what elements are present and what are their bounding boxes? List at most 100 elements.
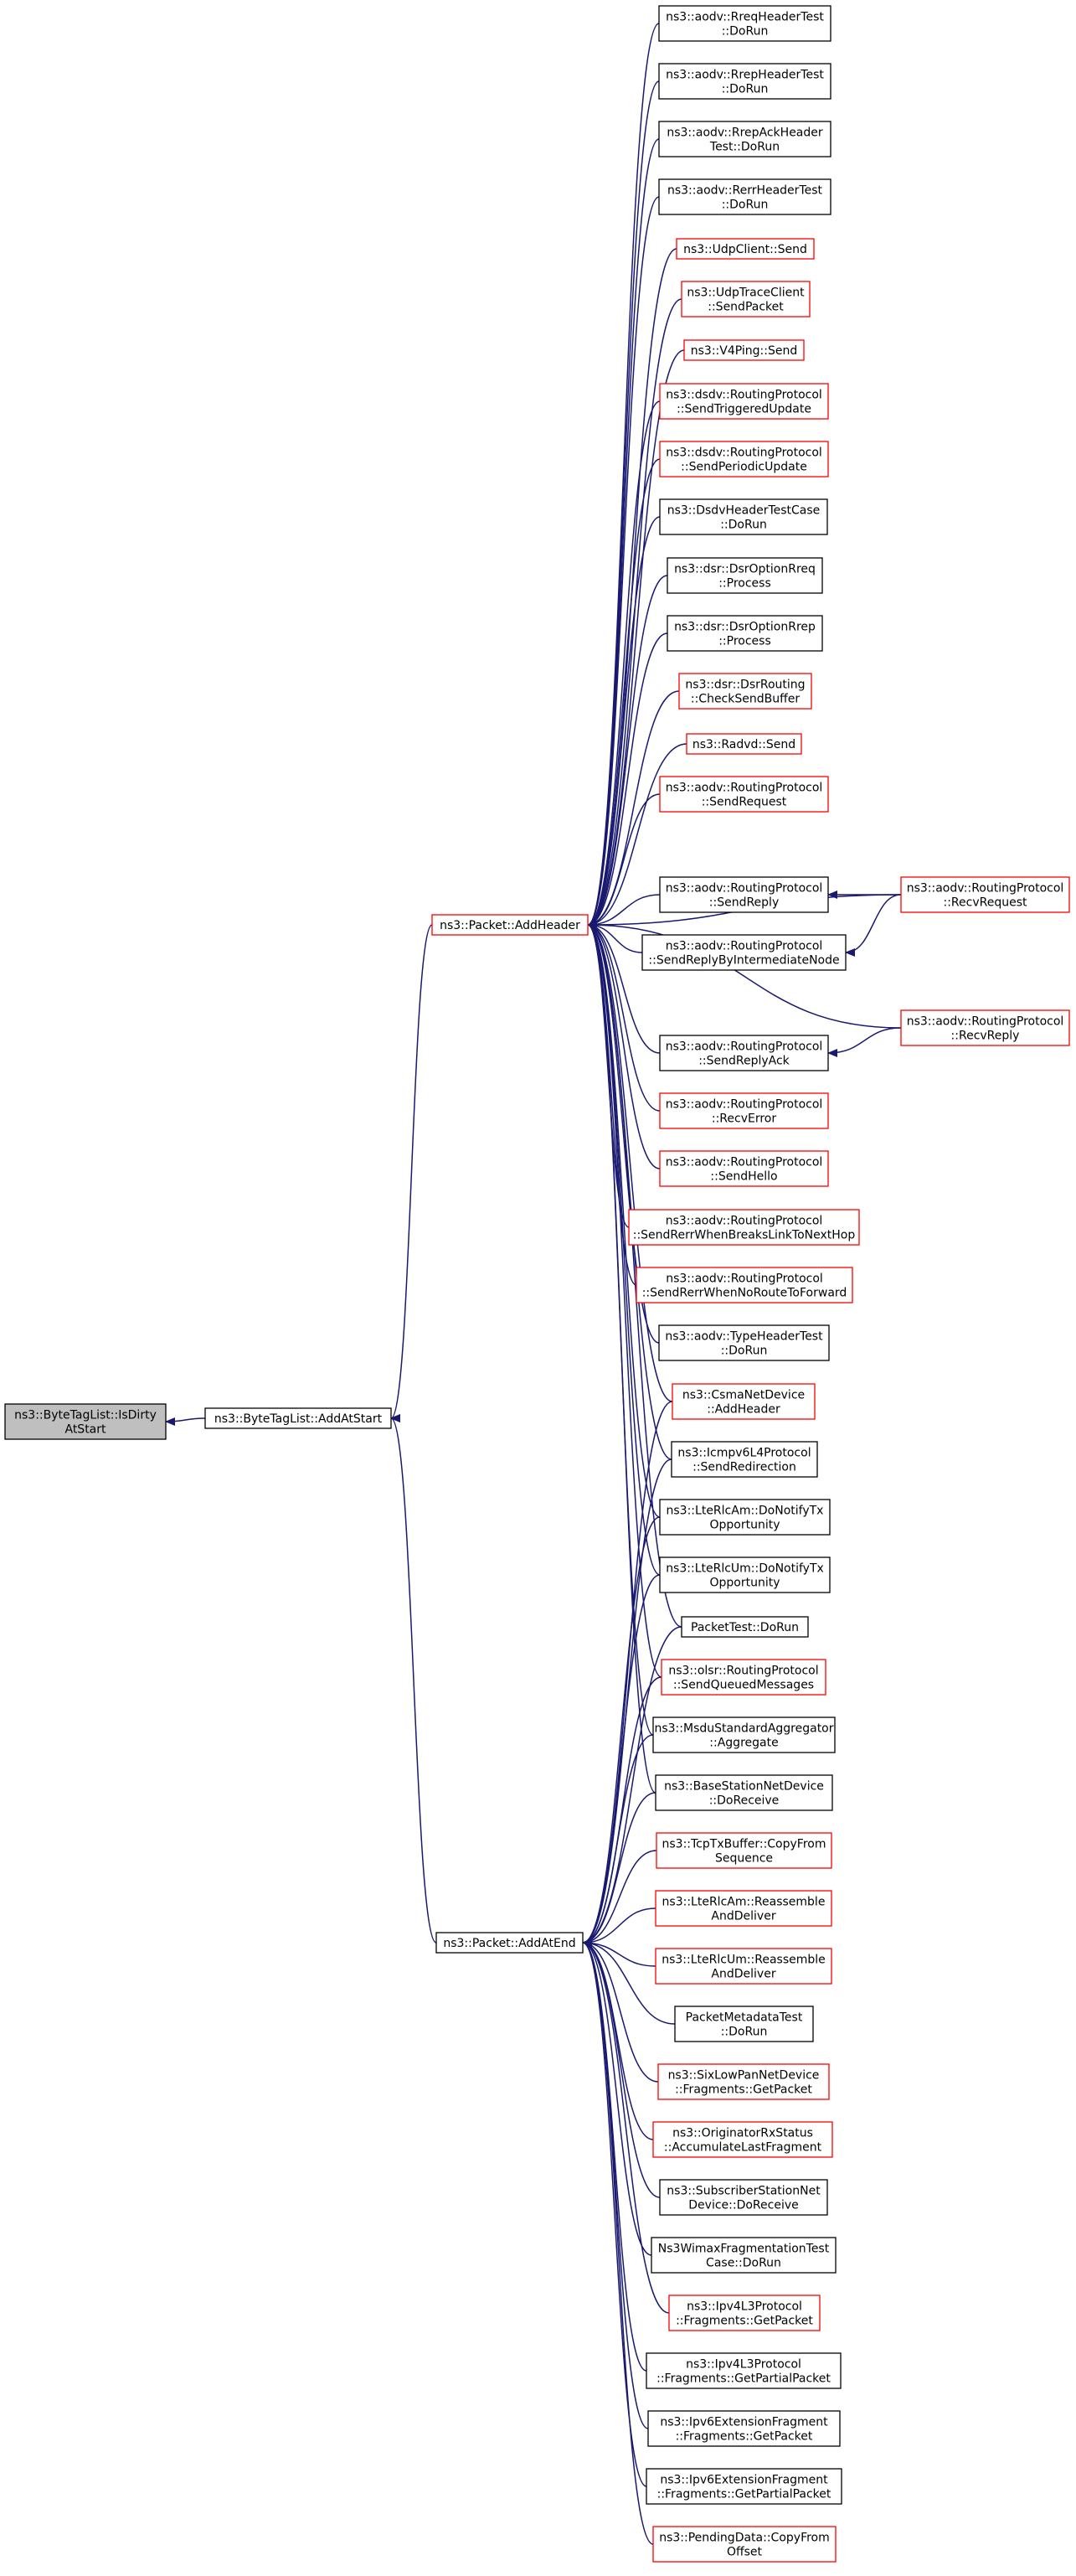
edge-aodv_send_request-to-add_header xyxy=(587,793,661,929)
node-ipv6_get_packet[interactable]: ns3::Ipv6ExtensionFragment::Fragments::G… xyxy=(647,2410,841,2447)
node-label: ::RecvRequest xyxy=(944,896,1028,910)
node-box xyxy=(659,441,829,478)
node-aodv_send_reply[interactable]: ns3::aodv::RoutingProtocol::SendReply xyxy=(659,876,829,913)
node-rrep_header_test[interactable]: ns3::aodv::RrepHeaderTest::DoRun xyxy=(658,63,831,100)
node-dsdv_triggered[interactable]: ns3::dsdv::RoutingProtocol::SendTriggere… xyxy=(659,383,829,420)
node-udp_client_send[interactable]: ns3::UdpClient::Send xyxy=(676,238,815,260)
edge-icmpv6_redirection-to-add_header xyxy=(587,921,672,1460)
node-dsr_rreq[interactable]: ns3::dsr::DsrOptionRreq::Process xyxy=(667,557,823,594)
node-box xyxy=(658,5,831,42)
node-ipv6_get_partial[interactable]: ns3::Ipv6ExtensionFragment::Fragments::G… xyxy=(646,2468,842,2505)
node-add_header[interactable]: ns3::Packet::AddHeader xyxy=(431,914,589,936)
node-label: ns3::SubscriberStationNet xyxy=(667,2185,821,2198)
node-csma_add_header[interactable]: ns3::CsmaNetDevice::AddHeader xyxy=(672,1383,816,1420)
node-dsr_check_send[interactable]: ns3::dsr::DsrRouting::CheckSendBuffer xyxy=(678,673,812,710)
node-udp_trace_client[interactable]: ns3::UdpTraceClient::SendPacket xyxy=(681,281,811,317)
node-v4ping_send[interactable]: ns3::V4Ping::Send xyxy=(683,339,805,361)
node-label: ns3::TcpTxBuffer::CopyFrom xyxy=(662,1838,826,1851)
node-aodv_send_reply_ack[interactable]: ns3::aodv::RoutingProtocol::SendReplyAck xyxy=(659,1035,829,1071)
node-aodv_send_hello[interactable]: ns3::aodv::RoutingProtocol::SendHello xyxy=(659,1150,829,1187)
node-label: ns3::aodv::RoutingProtocol xyxy=(666,1098,823,1112)
node-label: ::CheckSendBuffer xyxy=(691,693,800,706)
node-box xyxy=(900,1009,1070,1046)
node-box xyxy=(4,1403,167,1440)
node-label: ns3::aodv::RreqHeaderTest xyxy=(666,11,824,24)
node-aodv_rerr_noroute[interactable]: ns3::aodv::RoutingProtocol::SendRerrWhen… xyxy=(636,1267,853,1303)
node-box xyxy=(659,1499,831,1536)
node-originator_rx[interactable]: ns3::OriginatorRxStatus::AccumulateLastF… xyxy=(652,2121,833,2158)
node-label: ns3::aodv::RoutingProtocol xyxy=(666,940,823,953)
edge-dsdv_triggered-to-add_header xyxy=(587,400,661,929)
node-icmpv6_redirection[interactable]: ns3::Icmpv6L4Protocol::SendRedirection xyxy=(671,1441,818,1478)
edge-lte_um_notify-to-add_at_end xyxy=(582,1574,661,1947)
node-aodv_type_header[interactable]: ns3::aodv::TypeHeaderTest::DoRun xyxy=(658,1324,830,1361)
node-aodv_rerr_breaks[interactable]: ns3::aodv::RoutingProtocol::SendRerrWhen… xyxy=(628,1209,860,1246)
node-aodv_send_request[interactable]: ns3::aodv::RoutingProtocol::SendRequest xyxy=(659,776,829,813)
node-label: Sequence xyxy=(715,1852,773,1866)
node-label: ::Process xyxy=(718,577,771,591)
node-box xyxy=(681,281,811,317)
node-packet_metadata_test[interactable]: PacketMetadataTest::DoRun xyxy=(674,2006,814,2042)
node-box xyxy=(676,238,815,260)
node-aodv_recv_reply[interactable]: ns3::aodv::RoutingProtocol::RecvReply xyxy=(900,1009,1070,1046)
node-packet_test[interactable]: PacketTest::DoRun xyxy=(681,1616,809,1638)
node-label: ::RecvError xyxy=(712,1112,776,1126)
node-box xyxy=(667,615,823,652)
node-label: ns3::aodv::RoutingProtocol xyxy=(666,782,823,795)
node-msdu_aggregate[interactable]: ns3::MsduStandardAggregator::Aggregate xyxy=(652,1716,836,1753)
node-sixlowpan_fragments[interactable]: ns3::SixLowPanNetDevice::Fragments::GetP… xyxy=(657,2063,830,2100)
node-label: ns3::Ipv4L3Protocol xyxy=(686,2358,801,2372)
node-label: ns3::SixLowPanNetDevice xyxy=(668,2069,820,2083)
node-base_station_receive[interactable]: ns3::BaseStationNetDevice::DoReceive xyxy=(655,1774,833,1811)
node-dsdv_periodic[interactable]: ns3::dsdv::RoutingProtocol::SendPeriodic… xyxy=(659,441,829,478)
node-label: ::Aggregate xyxy=(709,1737,778,1750)
edge-rerr_header_test-to-add_header xyxy=(587,196,660,929)
node-subscriber_receive[interactable]: ns3::SubscriberStationNetDevice::DoRecei… xyxy=(659,2179,828,2216)
edge-aodv_send_hello-to-add_header xyxy=(587,921,661,1169)
node-label: ns3::aodv::TypeHeaderTest xyxy=(665,1330,823,1344)
node-label: ns3::aodv::RoutingProtocol xyxy=(666,1040,823,1054)
node-radvd_send[interactable]: ns3::Radvd::Send xyxy=(686,733,802,755)
node-box xyxy=(659,1556,831,1593)
node-aodv_recv_error[interactable]: ns3::aodv::RoutingProtocol::RecvError xyxy=(659,1092,829,1129)
node-box xyxy=(659,1035,829,1071)
node-label: ns3::LteRlcAm::Reassemble xyxy=(662,1896,826,1909)
node-label: ns3::aodv::RrepAckHeader xyxy=(667,126,823,140)
node-aodv_send_reply_inter[interactable]: ns3::aodv::RoutingProtocol::SendReplyByI… xyxy=(641,934,847,971)
node-box xyxy=(671,1441,818,1478)
node-add_at_end[interactable]: ns3::Packet::AddAtEnd xyxy=(435,1932,584,1954)
node-label: ns3::dsr::DsrRouting xyxy=(685,679,805,692)
node-ipv4_get_packet[interactable]: ns3::Ipv4L3Protocol::Fragments::GetPacke… xyxy=(668,2295,821,2331)
node-label: ns3::CsmaNetDevice xyxy=(682,1389,805,1402)
edge-dsr_rreq-to-add_header xyxy=(587,575,668,929)
node-label: ::Fragments::GetPartialPacket xyxy=(657,2488,831,2501)
node-box xyxy=(641,934,847,971)
node-label: ns3::dsr::DsrOptionRrep xyxy=(674,621,816,634)
node-box xyxy=(658,178,831,215)
node-ipv4_get_partial[interactable]: ns3::Ipv4L3Protocol::Fragments::GetParti… xyxy=(646,2352,842,2389)
node-rerr_header_test[interactable]: ns3::aodv::RerrHeaderTest::DoRun xyxy=(658,178,831,215)
edge-layer xyxy=(165,23,902,2545)
node-label: ::Fragments::GetPartialPacket xyxy=(656,2372,831,2386)
node-label: ::DoRun xyxy=(722,25,769,39)
node-box xyxy=(686,733,802,755)
node-label: ns3::Ipv4L3Protocol xyxy=(687,2300,802,2314)
node-aodv_recv_request[interactable]: ns3::aodv::RoutingProtocol::RecvRequest xyxy=(900,876,1070,913)
node-rreq_header_test[interactable]: ns3::aodv::RreqHeaderTest::DoRun xyxy=(658,5,831,42)
node-dsdv_header_test[interactable]: ns3::DsdvHeaderTestCase::DoRun xyxy=(659,498,828,535)
node-box xyxy=(652,2121,833,2158)
node-box xyxy=(668,2295,821,2331)
node-label: ::SendRequest xyxy=(702,796,787,809)
node-dsr_rrep[interactable]: ns3::dsr::DsrOptionRrep::Process xyxy=(667,615,823,652)
node-add_at_start[interactable]: ns3::ByteTagList::AddAtStart xyxy=(204,1407,392,1429)
node-label: ns3::MsduStandardAggregator xyxy=(654,1722,833,1736)
node-olsr_send_queued[interactable]: ns3::olsr::RoutingProtocol::SendQueuedMe… xyxy=(661,1659,826,1696)
